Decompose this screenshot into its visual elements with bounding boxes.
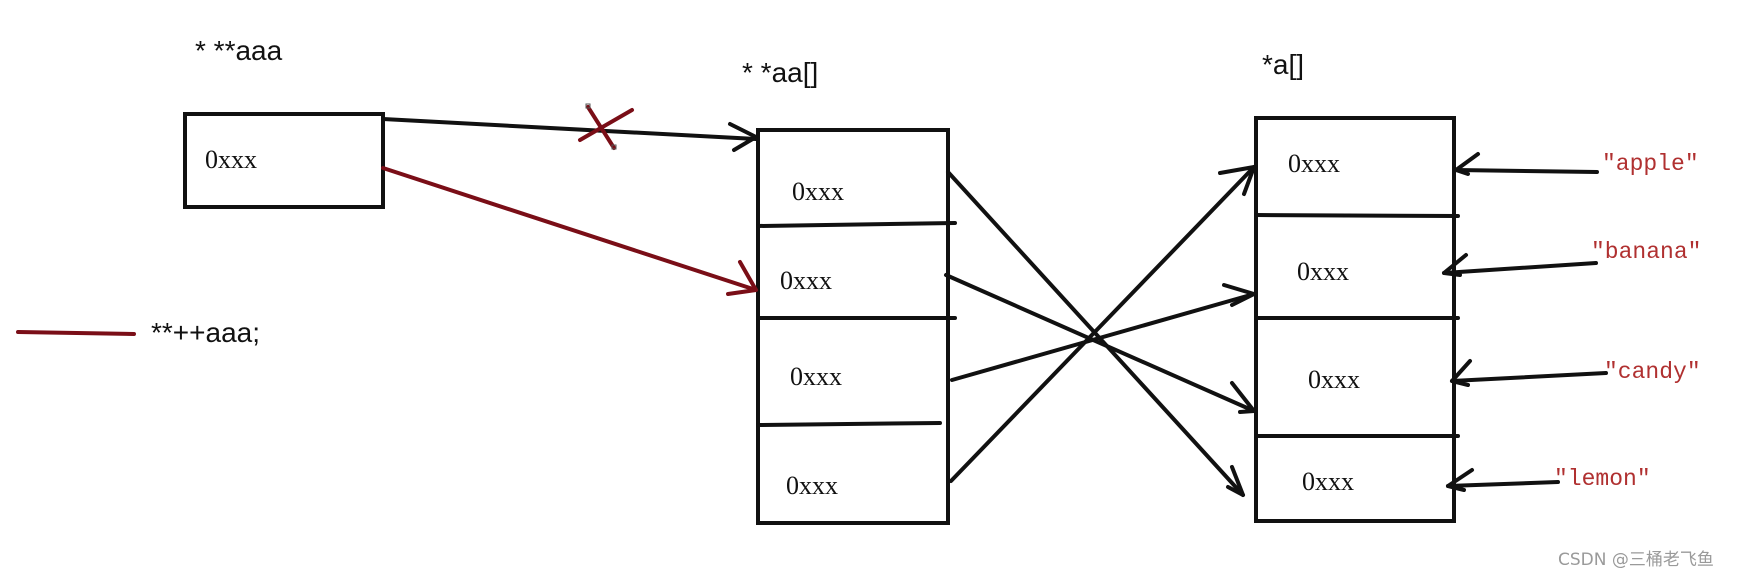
cross-out-mark <box>578 103 634 150</box>
arrow-aa2-to-a1 <box>950 283 1256 382</box>
arrow-apple-to-a0 <box>1454 152 1599 176</box>
cell-a-1: 0xxx <box>1297 257 1349 286</box>
arrow-aa3-to-a0 <box>949 165 1256 483</box>
array-aa-divider <box>756 421 942 427</box>
arrow-lemon-to-a3 <box>1446 468 1560 492</box>
array-a-divider <box>1254 213 1460 218</box>
cell-aa-1: 0xxx <box>780 266 832 295</box>
array-aa <box>756 128 950 525</box>
string-apple: "apple" <box>1602 151 1699 177</box>
legend-text: **++aaa; <box>151 317 260 348</box>
cell-aaa: 0xxx <box>205 145 257 174</box>
label-double-pointer-array: * *aa[] <box>742 57 818 88</box>
cell-a-3: 0xxx <box>1302 467 1354 496</box>
string-lemon: "lemon" <box>1554 466 1651 492</box>
array-aa-divider <box>756 221 957 228</box>
box-aaa <box>183 112 385 209</box>
string-candy: "candy" <box>1604 359 1701 385</box>
cell-aa-3: 0xxx <box>786 471 838 500</box>
cell-aa-2: 0xxx <box>790 362 842 391</box>
arrow-aaa-to-aa0 <box>381 117 758 152</box>
arrow-banana-to-a1 <box>1442 253 1598 277</box>
string-banana: "banana" <box>1591 239 1701 265</box>
cell-aa-0: 0xxx <box>792 177 844 206</box>
cell-a-0: 0xxx <box>1288 149 1340 178</box>
arrow-aaa-to-aa1 <box>381 166 758 296</box>
cell-a-2: 0xxx <box>1308 365 1360 394</box>
label-triple-pointer: * **aaa <box>195 35 283 66</box>
arrow-aa1-to-a2 <box>944 273 1256 414</box>
legend-red-line <box>16 330 136 336</box>
label-pointer-array: *a[] <box>1262 49 1304 80</box>
arrow-candy-to-a2 <box>1450 359 1608 387</box>
watermark: CSDN @三桶老飞鱼 <box>1558 550 1714 570</box>
